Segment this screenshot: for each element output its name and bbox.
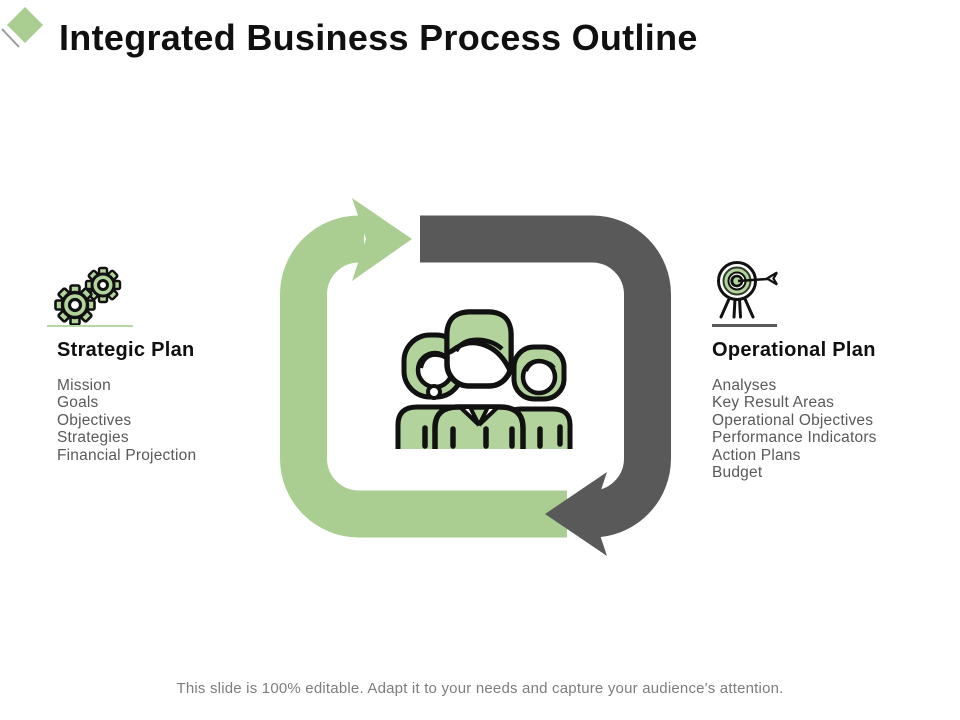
list-item: Analyses [712,377,777,394]
list-item: Performance Indicators [712,429,877,447]
list-item: Operational Objectives [712,411,874,429]
list-item: Mission [57,377,111,394]
strategic-plan-heading: Strategic Plan [57,339,195,361]
operational-underline [712,324,777,327]
gears-icon [54,266,122,326]
large-gear [54,284,96,326]
operational-plan-list: Analyses Key Result Areas Operational Ob… [712,377,877,481]
small-gear [84,266,122,304]
operational-plan-heading: Operational Plan [712,339,876,361]
footer-note: This slide is 100% editable. Adapt it to… [176,680,784,697]
strategic-underline [47,325,133,327]
strategic-loop-arrow [280,198,567,538]
slide-title: Integrated Business Process Outline [59,17,698,58]
list-item: Key Result Areas [712,394,835,412]
list-item: Financial Projection [57,446,197,464]
list-item: Goals [57,394,99,412]
target-arrow-icon [717,261,778,319]
list-item: Strategies [57,429,129,447]
list-item: Budget [712,464,763,482]
operational-loop-arrow [420,215,671,556]
strategic-plan-list: Mission Goals Objectives Strategies Fina… [57,377,196,464]
list-item: Objectives [57,411,132,429]
team-people-icon [395,309,573,449]
process-cycle-diagram [280,198,671,556]
diamond-logo-icon [1,7,43,48]
list-item: Action Plans [712,446,801,464]
